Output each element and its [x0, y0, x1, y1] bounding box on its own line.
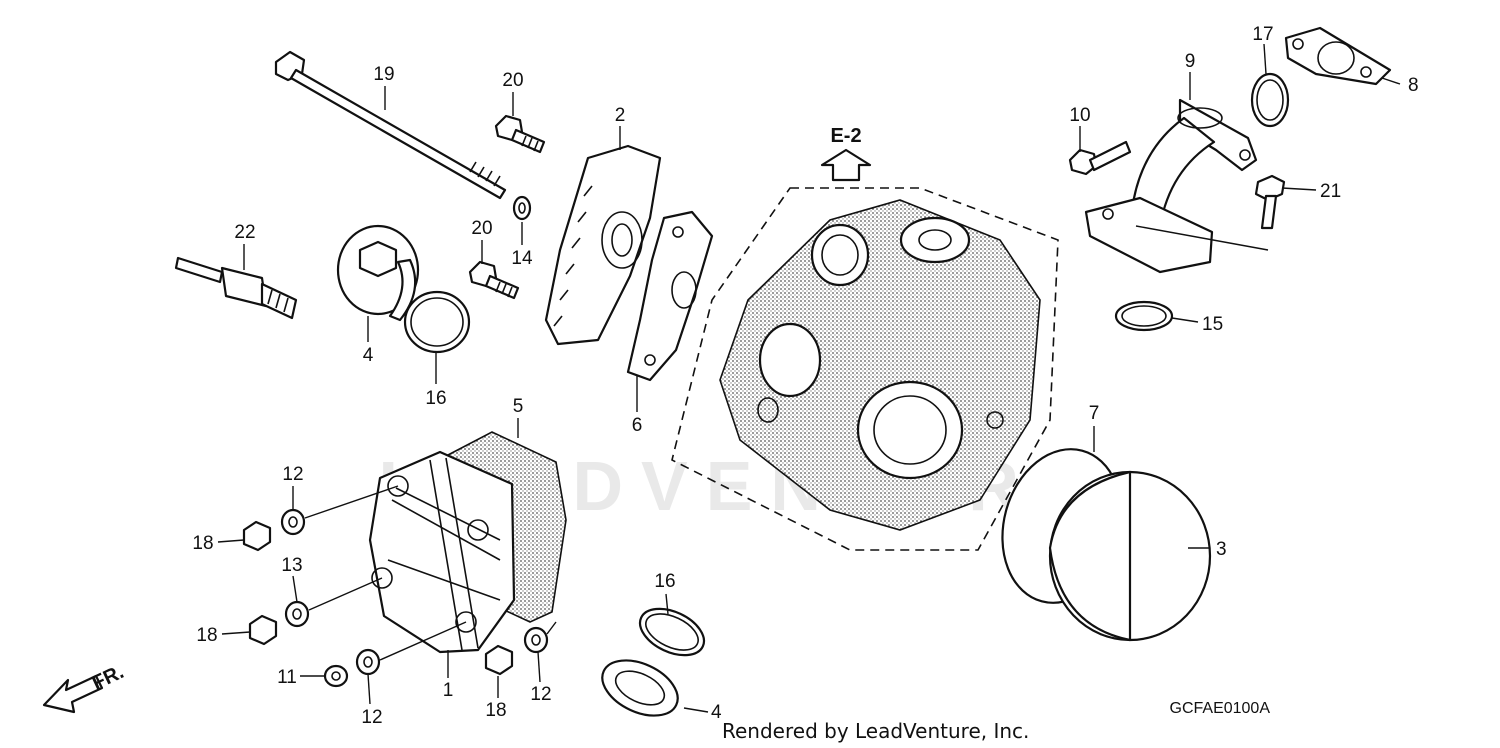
bolt-21 — [1254, 174, 1286, 230]
washer-12-b — [355, 648, 381, 676]
stud-bolt-19 — [274, 50, 507, 200]
callout-11: 11 — [277, 667, 297, 688]
cap-nut-18-a — [242, 520, 272, 552]
callout-21: 21 — [1320, 181, 1341, 202]
washer-12-c — [523, 626, 549, 654]
bolt-10 — [1068, 140, 1132, 176]
callout-19: 19 — [373, 64, 394, 85]
o-ring-16-lower — [638, 607, 706, 657]
callout-9: 9 — [1185, 51, 1196, 72]
ref-arrow-e2: E-2 — [820, 125, 872, 182]
callout-16-lower: 16 — [654, 571, 675, 592]
callout-13: 13 — [281, 555, 302, 576]
cam-chain-tensioner-2 — [544, 144, 662, 346]
callout-15: 15 — [1202, 314, 1223, 335]
callout-18-a: 18 — [192, 533, 213, 554]
callout-8: 8 — [1408, 75, 1419, 96]
callout-5: 5 — [513, 396, 524, 417]
callout-18-c: 18 — [485, 700, 506, 721]
nut-11 — [323, 664, 349, 688]
callout-10: 10 — [1069, 105, 1090, 126]
cap-nut-18-b — [248, 614, 278, 646]
callout-labels: 19 20 2 14 20 22 4 16 6 5 7 3 8 9 17 10 … — [192, 24, 1418, 728]
callout-4-lower: 4 — [711, 702, 722, 723]
flange-bolt-20-top — [494, 114, 546, 154]
washer-12-a — [280, 508, 306, 536]
callout-12-c: 12 — [530, 684, 551, 705]
callout-3: 3 — [1216, 539, 1227, 560]
leader-lines — [217, 43, 1401, 713]
insulator-8 — [1284, 26, 1392, 86]
callout-12-b: 12 — [361, 707, 382, 728]
callout-14: 14 — [511, 248, 533, 269]
callout-16-upper: 16 — [425, 388, 446, 409]
callout-6: 6 — [632, 415, 643, 436]
callout-22: 22 — [234, 222, 255, 243]
side-cover-3 — [1048, 470, 1212, 642]
gasket-6 — [626, 210, 714, 382]
head-cover-1 — [368, 450, 516, 654]
callout-4-upper: 4 — [363, 345, 374, 366]
diagram-code: GCFAE0100A — [1170, 700, 1271, 717]
callout-20-top: 20 — [502, 70, 523, 91]
ref-label-e2: E-2 — [830, 125, 861, 147]
washer-13 — [284, 600, 310, 628]
callout-12-a: 12 — [282, 464, 303, 485]
callout-7: 7 — [1089, 403, 1100, 424]
front-direction-arrow: FR. — [42, 661, 127, 714]
tappet-cap-4-lower — [601, 659, 679, 717]
callout-20-lower: 20 — [471, 218, 492, 239]
cap-nut-18-c — [484, 644, 514, 676]
o-ring-16-upper — [403, 290, 471, 354]
washer-14 — [512, 195, 532, 221]
intake-pipe-9 — [1084, 98, 1269, 274]
callout-17: 17 — [1252, 24, 1273, 45]
tappet-cap-4-upper — [336, 224, 420, 322]
spark-plug-22 — [174, 256, 298, 320]
callout-18-b: 18 — [196, 625, 217, 646]
flange-bolt-20-lower — [468, 260, 520, 300]
callout-2: 2 — [615, 105, 626, 126]
cylinder-head-assembly — [671, 187, 1059, 551]
callout-1: 1 — [443, 680, 454, 701]
credit-text: Rendered by LeadVenture, Inc. — [722, 719, 1029, 743]
